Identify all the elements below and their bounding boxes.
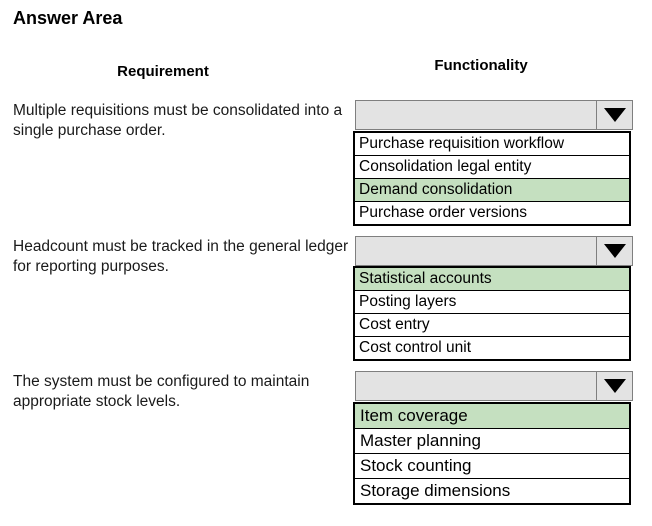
option-item[interactable]: Storage dimensions	[355, 478, 629, 503]
dropdown-arrow-button-3[interactable]	[596, 372, 632, 400]
option-item[interactable]: Consolidation legal entity	[355, 155, 629, 178]
dropdown-options-list-3: Item coverage Master planning Stock coun…	[353, 402, 631, 505]
page-title: Answer Area	[13, 8, 123, 28]
option-item[interactable]: Master planning	[355, 428, 629, 453]
dropdown-select-2[interactable]	[355, 236, 633, 266]
option-item[interactable]: Item coverage	[355, 404, 629, 428]
requirement-text-3: The system must be configured to maintai…	[13, 373, 310, 410]
dropdown-arrow-button-2[interactable]	[596, 237, 632, 265]
option-item[interactable]: Demand consolidation	[355, 178, 629, 201]
option-item[interactable]: Purchase order versions	[355, 201, 629, 224]
column-header-functionality: Functionality	[434, 57, 528, 74]
option-item[interactable]: Cost entry	[355, 313, 629, 336]
dropdown-options-list-2: Statistical accounts Posting layers Cost…	[353, 266, 631, 361]
chevron-down-icon	[603, 244, 626, 258]
dropdown-select-1[interactable]	[355, 100, 633, 130]
column-header-requirement: Requirement	[117, 63, 209, 80]
option-item[interactable]: Purchase requisition workflow	[359, 135, 565, 152]
option-item[interactable]: Posting layers	[355, 290, 629, 313]
dropdown-options-list-1: Purchase requisition workflow Consolidat…	[353, 131, 631, 226]
chevron-down-icon	[603, 108, 626, 122]
requirement-text-1: Multiple requisitions must be consolidat…	[13, 102, 343, 139]
option-item[interactable]: Cost control unit	[355, 336, 629, 359]
dropdown-select-3[interactable]	[355, 371, 633, 401]
option-item[interactable]: Statistical accounts	[355, 268, 629, 290]
option-item[interactable]: Stock counting	[355, 453, 629, 478]
dropdown-arrow-button-1[interactable]	[596, 101, 632, 129]
requirement-text-2: Headcount must be tracked in the general…	[13, 238, 349, 275]
chevron-down-icon	[603, 379, 626, 393]
